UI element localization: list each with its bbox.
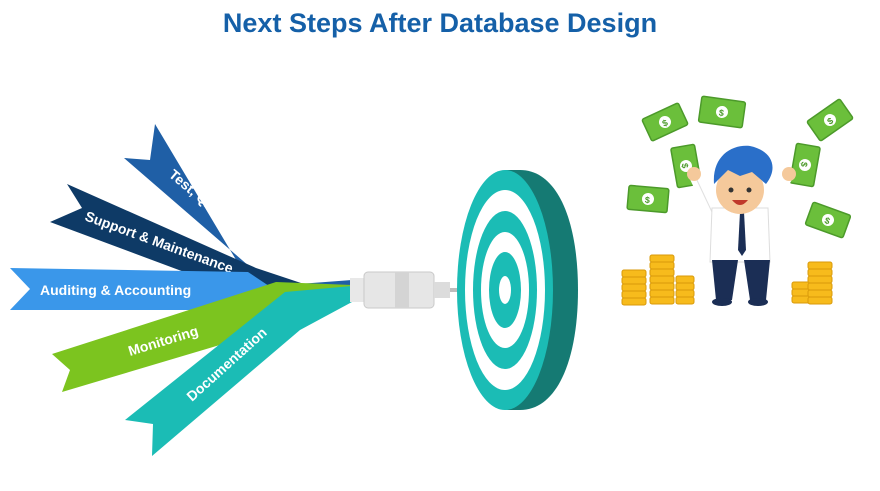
svg-text:$: $: [644, 195, 650, 205]
svg-text:$: $: [661, 118, 670, 129]
coin-stack-icon: [621, 254, 695, 306]
banknote-icon: $: [641, 102, 689, 142]
banknote-icon: $: [697, 95, 747, 129]
svg-text:$: $: [823, 215, 831, 226]
money-scene: $ $ $ $ $ $ $: [621, 95, 854, 306]
dart-icon: [350, 271, 508, 309]
svg-text:$: $: [799, 161, 810, 168]
banknote-icon: $: [789, 142, 821, 188]
svg-text:$: $: [825, 116, 835, 127]
target-icon: [457, 170, 578, 410]
svg-text:$: $: [680, 162, 691, 169]
ribbon-fan: Test, QA, & Production Support & Mainten…: [10, 124, 352, 456]
svg-text:$: $: [718, 108, 724, 119]
businessman-icon: [687, 145, 796, 306]
ribbon-auditing-accounting: Auditing & Accounting: [10, 268, 272, 310]
banknote-icon: $: [626, 184, 670, 214]
ribbon-documentation-shape: [125, 286, 352, 456]
coin-stack-icon: [791, 261, 833, 305]
banknote-icon: $: [804, 201, 852, 239]
ribbon-auditing-accounting-shape: [10, 268, 272, 310]
ribbon-support-maintenance-shape: [50, 184, 352, 300]
page-title: Next Steps After Database Design: [222, 8, 658, 38]
ribbon-auditing-accounting-label: Auditing & Accounting: [40, 282, 191, 298]
ribbon-test-qa-production-shape: [124, 124, 352, 300]
banknote-icon: $: [806, 98, 854, 142]
